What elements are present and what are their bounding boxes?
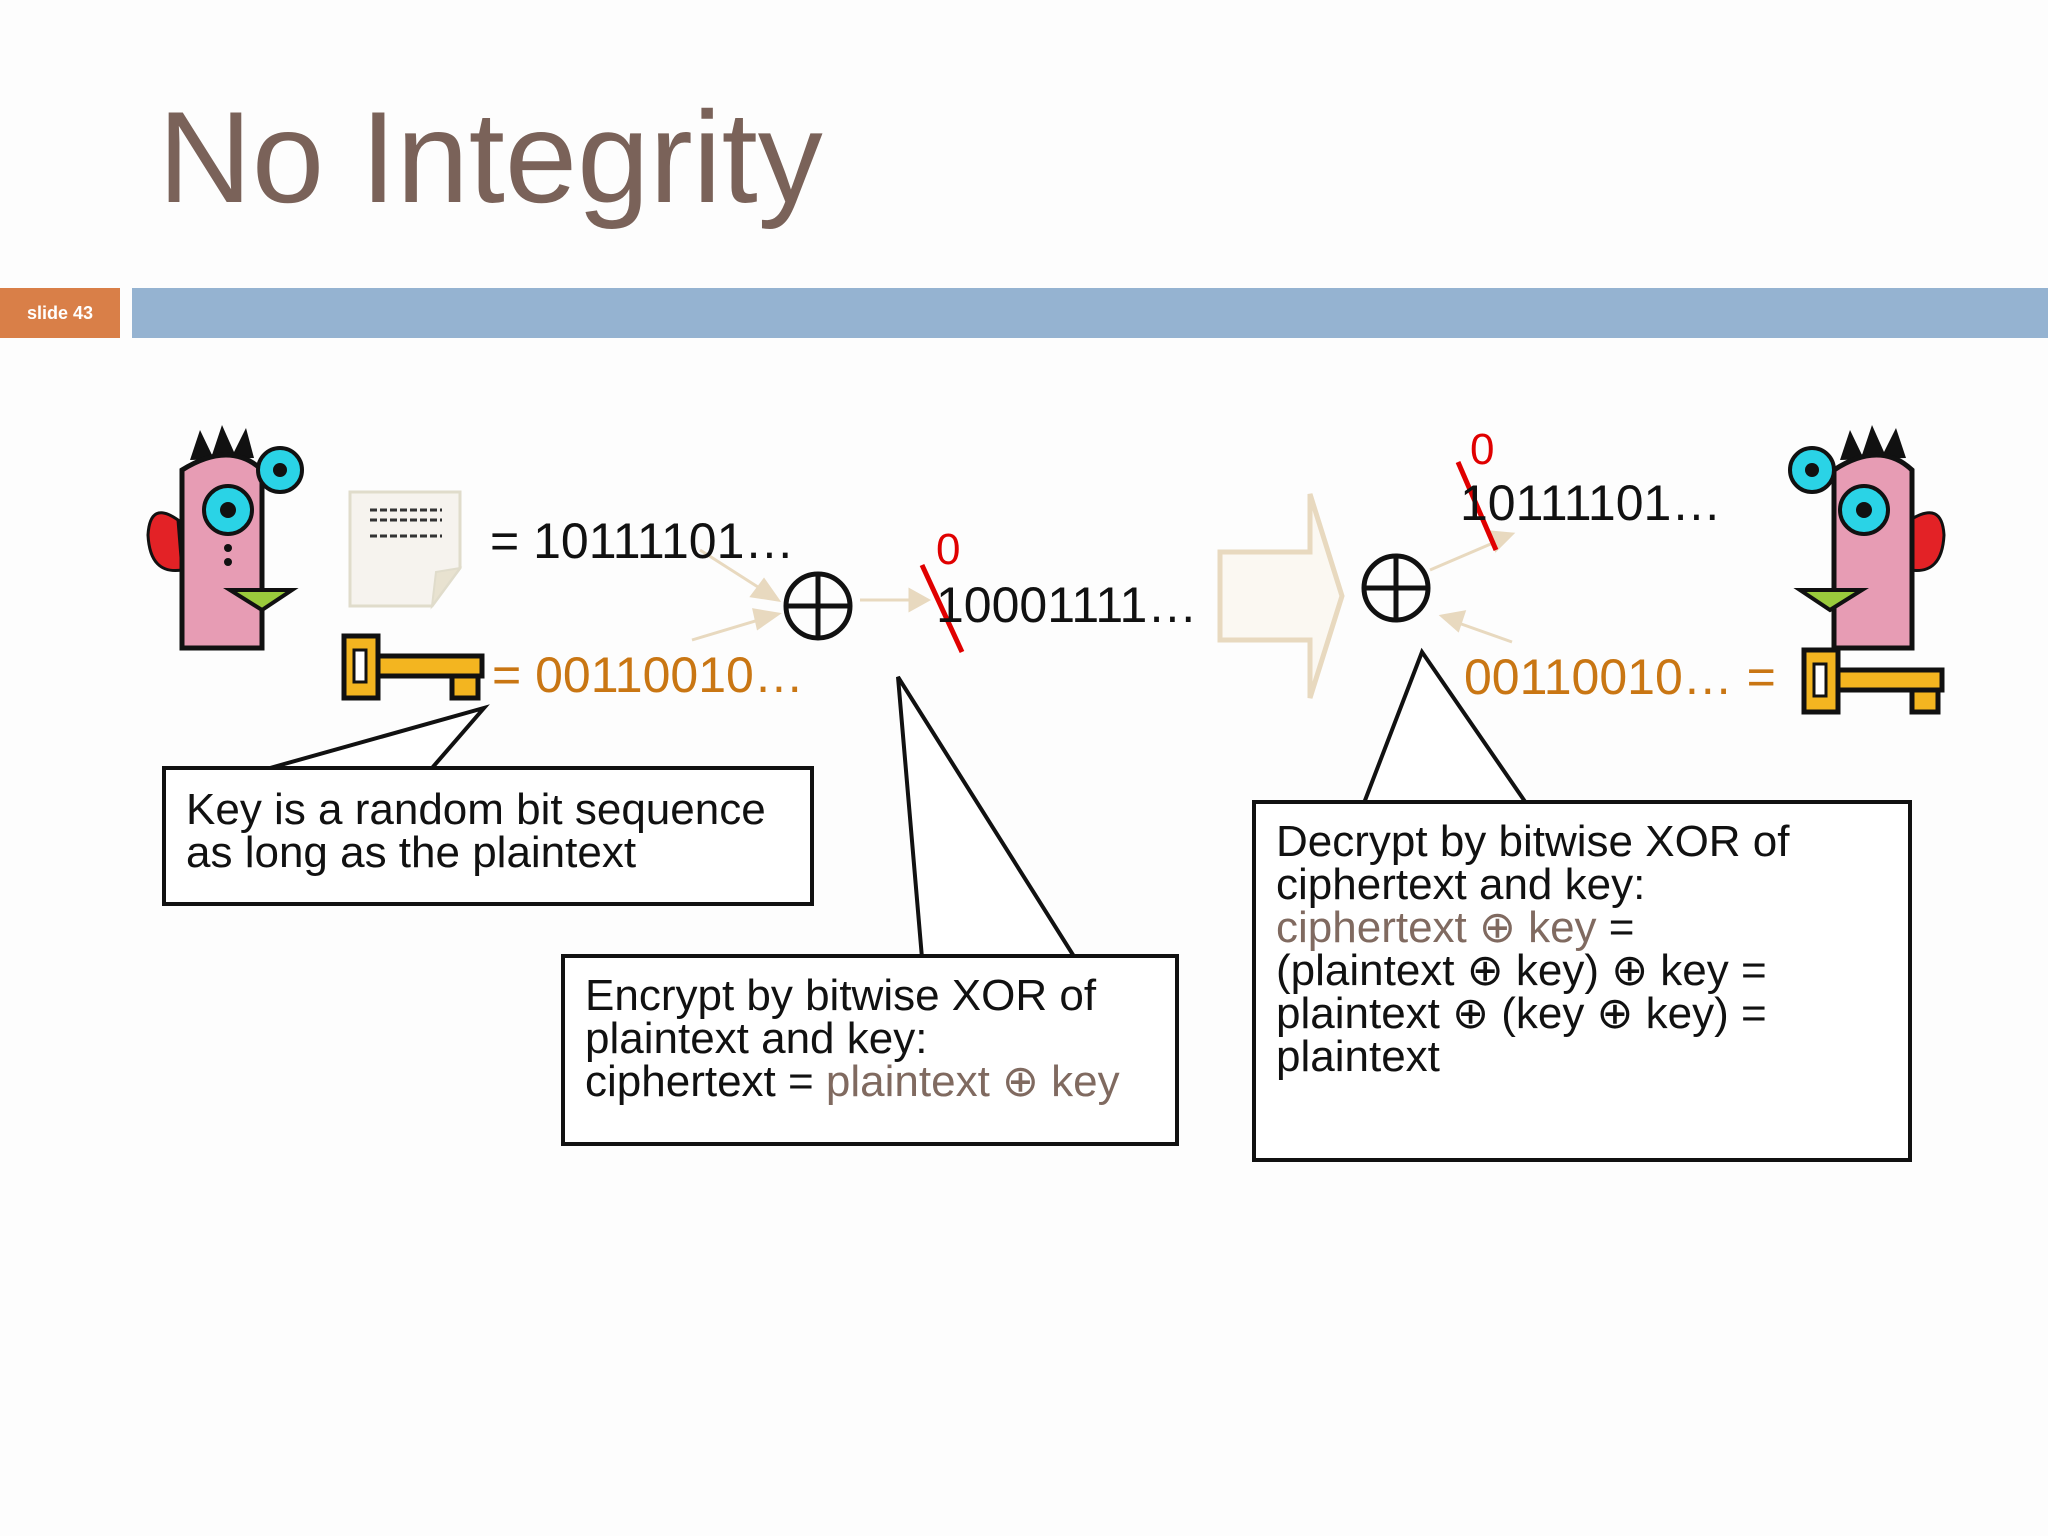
document-icon (348, 490, 463, 610)
xor-operator-decrypt-icon (1361, 553, 1431, 623)
decrypt-callout-line2: ciphertext and key: (1276, 860, 1646, 909)
title-bar (132, 288, 2048, 338)
encrypt-callout-box: Encrypt by bitwise XOR of plaintext and … (561, 954, 1179, 1146)
slide-title: No Integrity (158, 84, 823, 230)
encrypt-callout-line2: plaintext and key: (585, 1014, 928, 1063)
decrypt-callout-line6: plaintext (1276, 1032, 1440, 1081)
decrypt-formula-suffix: = (1596, 903, 1635, 952)
decrypt-callout-box: Decrypt by bitwise XOR of ciphertext and… (1252, 800, 1912, 1162)
flip-bit-ciphertext: 0 (936, 525, 961, 574)
decrypt-callout-line5: plaintext ⊕ (key ⊕ key) = (1276, 989, 1767, 1038)
transmission-arrow-icon (1217, 493, 1345, 699)
key-icon-left (341, 633, 485, 701)
decrypt-formula-highlight: ciphertext ⊕ key (1276, 903, 1597, 952)
key-callout-line1: Key is a random bit sequence (186, 785, 766, 834)
encrypt-callout-line3: ciphertext = plaintext ⊕ key (585, 1057, 1155, 1106)
key-bits-right: 00110010… = (1464, 649, 1776, 705)
bit-flip-strike-received (1455, 461, 1499, 551)
bob-avatar-icon (1788, 425, 1946, 651)
key-callout-pointer (269, 704, 490, 770)
key-icon-right (1801, 647, 1945, 715)
encrypt-formula-prefix: ciphertext = (585, 1057, 826, 1106)
received-bits: 10111101… (1460, 475, 1722, 531)
plaintext-bits: = 10111101… (490, 513, 795, 569)
slide-number-badge: slide 43 (0, 288, 120, 338)
decrypt-callout-line1: Decrypt by bitwise XOR of (1276, 817, 1790, 866)
bit-flip-strike-ciphertext (919, 563, 965, 654)
encrypt-formula: plaintext ⊕ key (825, 1057, 1120, 1106)
encrypt-callout-pointer (896, 675, 1079, 960)
key-callout-line2: as long as the plaintext (186, 828, 637, 877)
xor-operator-encrypt-icon (783, 571, 853, 641)
encrypt-callout-line1: Encrypt by bitwise XOR of (585, 971, 1097, 1020)
key-bits-left: = 00110010… (492, 647, 804, 703)
decrypt-callout-line4: (plaintext ⊕ key) ⊕ key = (1276, 946, 1767, 995)
decrypt-callout-line3: ciphertext ⊕ key = (1276, 903, 1888, 952)
key-callout-box: Key is a random bit sequence as long as … (162, 766, 814, 906)
flip-bit-received: 0 (1470, 425, 1495, 474)
alice-avatar-icon (146, 425, 304, 651)
ciphertext-bits: 10001111… (936, 577, 1198, 633)
